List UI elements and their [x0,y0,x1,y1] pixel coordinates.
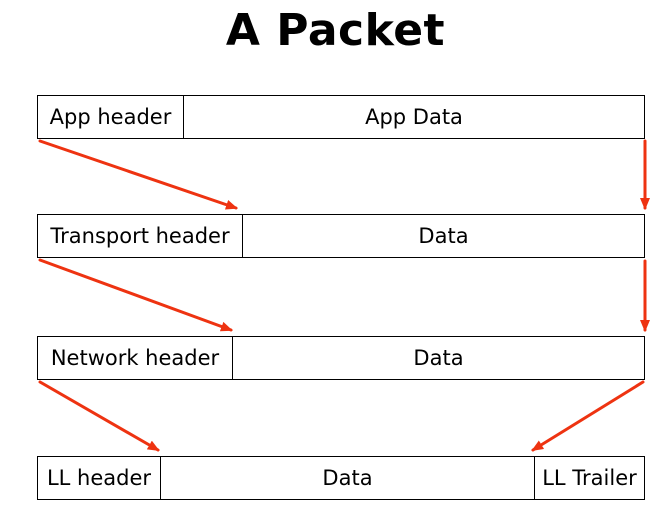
network-layer-row: Network header Data [37,336,645,380]
ll-trailer-cell: LL Trailer [534,457,644,499]
app-header-cell: App header [49,105,172,129]
transport-header-cell: Transport header [50,224,230,248]
arrow-transport-header-to-network-split [38,258,233,332]
network-data-cell: Data [232,337,644,379]
arrow-network-header-to-ll-split [38,380,160,452]
transport-data-cell: Data [242,215,644,257]
transport-layer-row: Transport header Data [37,214,645,258]
network-header-cell: Network header [50,346,220,370]
page-title: A Packet [225,5,446,56]
app-layer-row: App header App Data [37,95,645,139]
app-data-cell: App Data [183,96,644,138]
ll-data-cell: Data [160,457,534,499]
arrow-network-end-to-ll-trailer [531,380,645,452]
arrow-app-header-to-transport-split [38,139,238,210]
link-layer-row: LL header Data LL Trailer [37,456,645,500]
ll-header-cell: LL header [46,466,152,490]
